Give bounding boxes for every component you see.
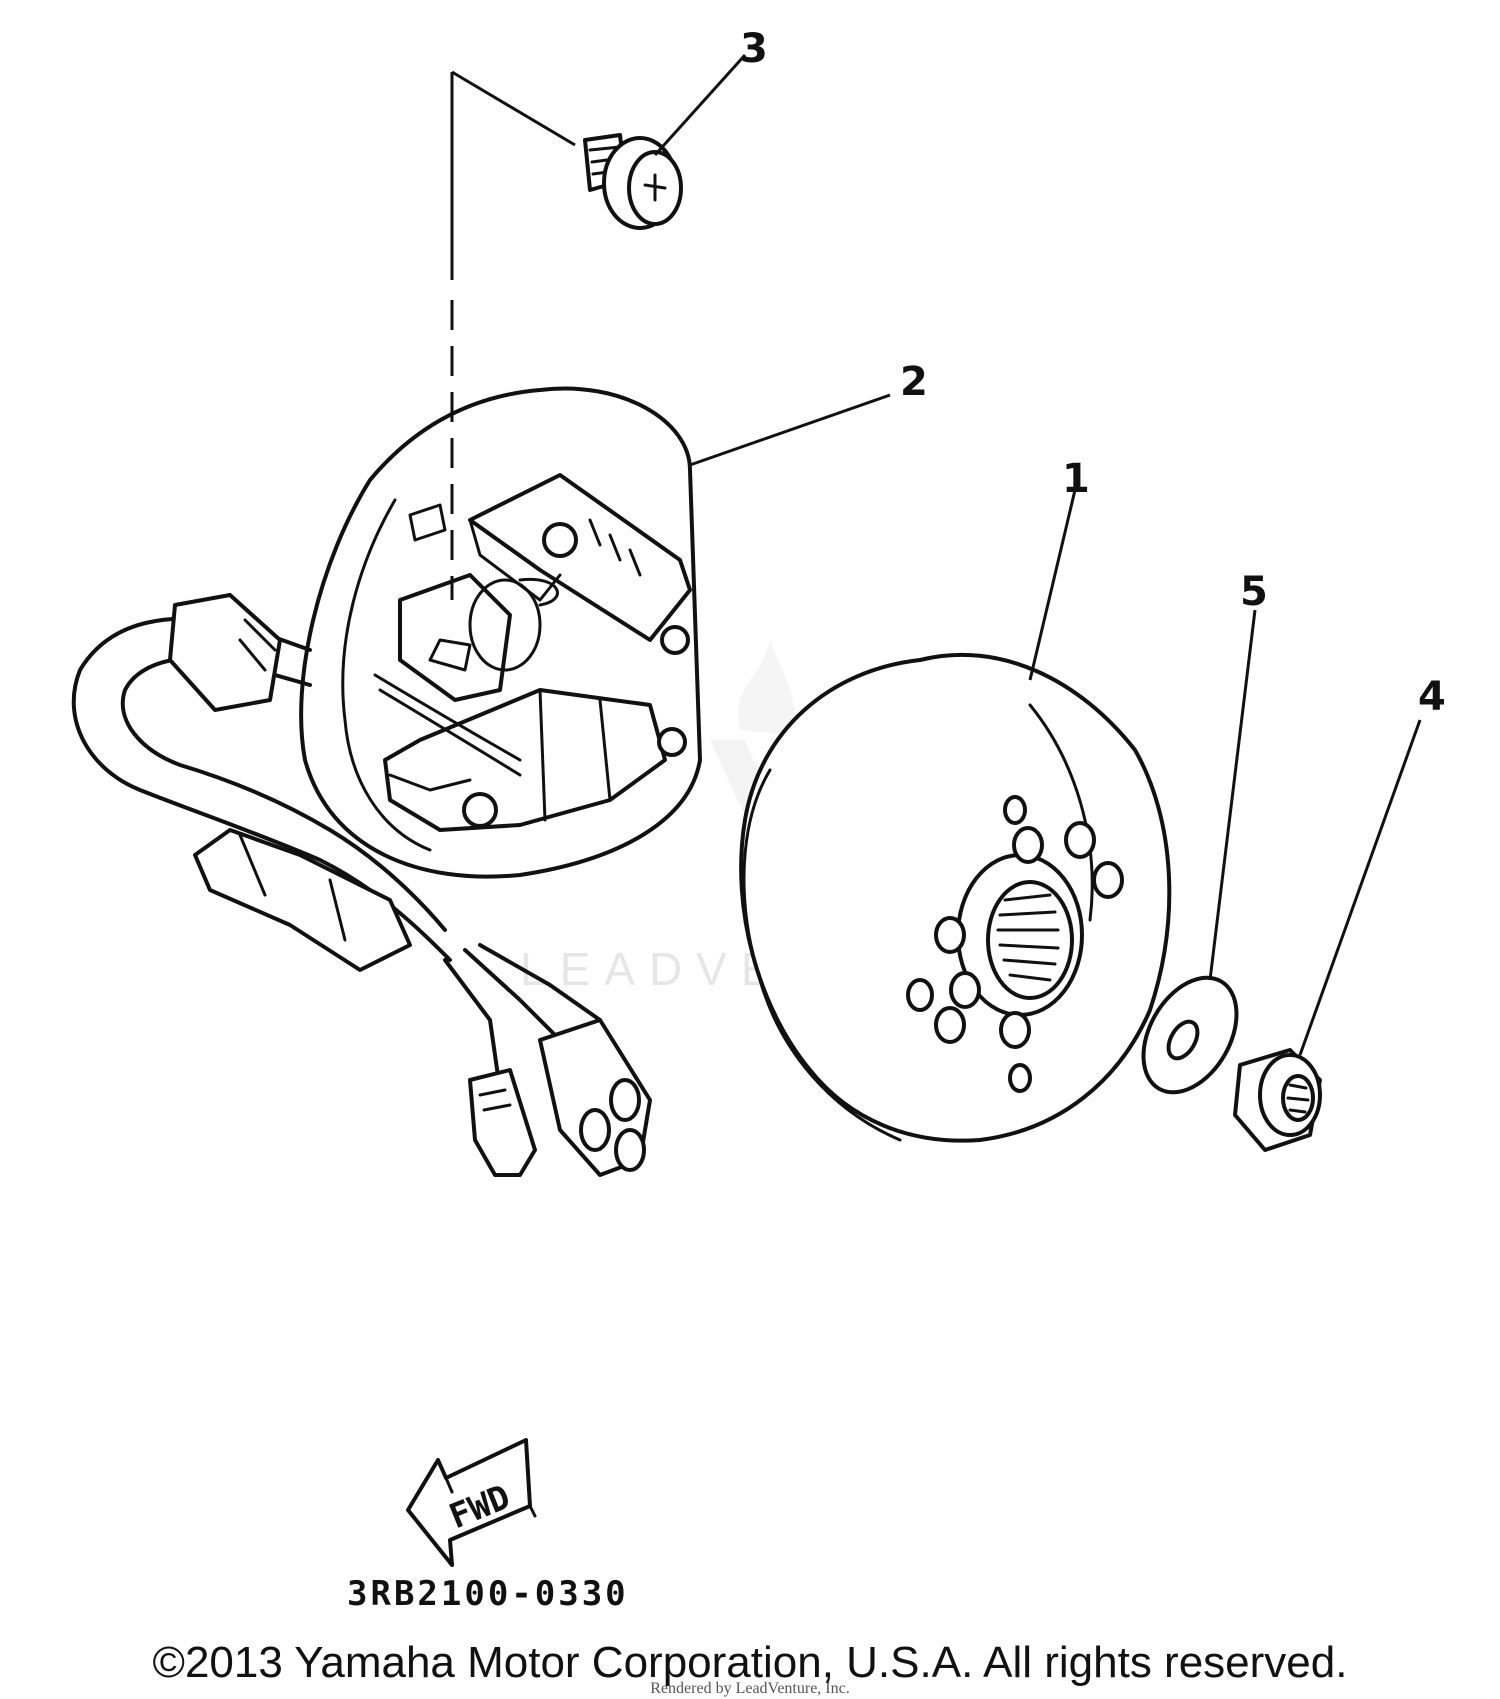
callout-2: 2: [900, 359, 928, 405]
rendered-by-note: Rendered by LeadVenture, Inc.: [650, 1680, 850, 1697]
stator-assembly: [299, 386, 702, 879]
copyright-notice: ©2013 Yamaha Motor Corporation, U.S.A. A…: [152, 1638, 1348, 1687]
fwd-arrow-icon: [406, 1438, 537, 1567]
callout-3: 3: [740, 26, 768, 72]
wiring-harness: [71, 593, 652, 1177]
leader-lines: [450, 53, 1422, 1056]
callout-4: 4: [1418, 674, 1446, 720]
callout-5: 5: [1240, 569, 1268, 615]
nut-part: [1233, 1048, 1322, 1152]
washer-part: [1141, 975, 1239, 1095]
callout-1: 1: [1062, 456, 1090, 502]
rotor-flywheel: [739, 652, 1172, 1143]
screw-part: [583, 133, 683, 230]
diagram-code: 3RB2100-0330: [347, 1574, 629, 1614]
